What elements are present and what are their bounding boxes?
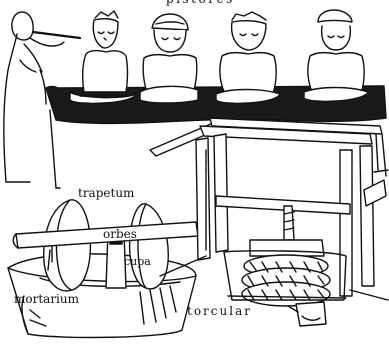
baker-figure-3: [216, 12, 280, 103]
mortarium-label: mortarium: [14, 292, 79, 306]
bakers-scene: [4, 10, 386, 188]
olive-mill-trapetum: [8, 200, 198, 338]
cupa-label: cupa: [124, 255, 151, 268]
orbis-right-millstone: [130, 204, 169, 289]
collecting-vat: [296, 302, 326, 326]
pistores-label: pistores: [166, 0, 235, 6]
baker-figure-2: [140, 14, 198, 103]
trapetum-label: trapetum: [78, 186, 134, 200]
orbes-label: orbes: [103, 227, 137, 241]
pressing-bags: [242, 255, 330, 306]
torcular-label: torcular: [187, 304, 252, 318]
baker-figure-4: [304, 10, 368, 101]
